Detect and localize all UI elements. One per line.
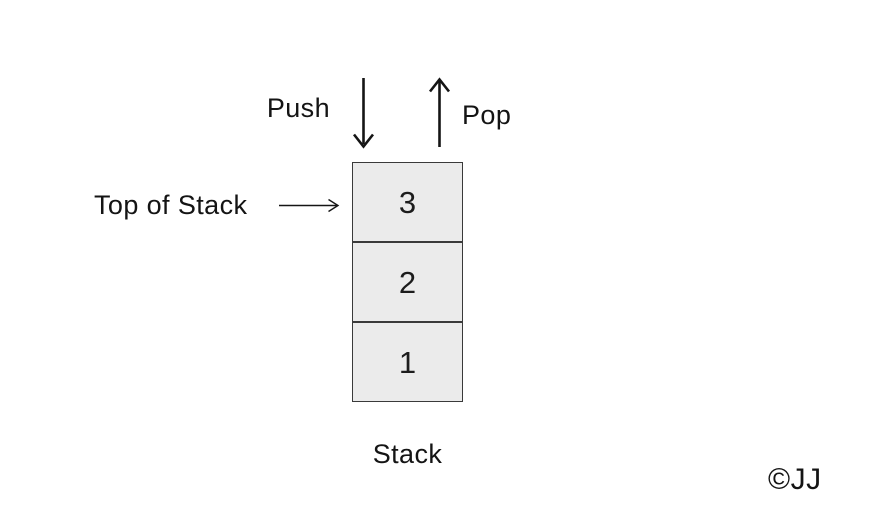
stack-cell-middle: 2 bbox=[352, 242, 463, 322]
stack-cell-value: 3 bbox=[398, 184, 417, 220]
push-label: Push bbox=[266, 93, 330, 123]
stack-cell-bottom: 1 bbox=[352, 322, 463, 402]
arrow-right-icon bbox=[279, 198, 340, 213]
top-of-stack-label: Top of Stack bbox=[94, 190, 248, 220]
arrow-up-icon bbox=[428, 77, 451, 147]
stack-container: 3 2 1 bbox=[352, 162, 463, 402]
stack-caption: Stack bbox=[372, 439, 443, 469]
arrow-down-icon bbox=[352, 78, 375, 149]
pop-label: Pop bbox=[462, 100, 512, 130]
stack-cell-top: 3 bbox=[352, 162, 463, 242]
stack-cell-value: 2 bbox=[398, 264, 417, 300]
credit-watermark: ©JJ bbox=[768, 463, 822, 496]
stack-cell-value: 1 bbox=[398, 344, 417, 380]
